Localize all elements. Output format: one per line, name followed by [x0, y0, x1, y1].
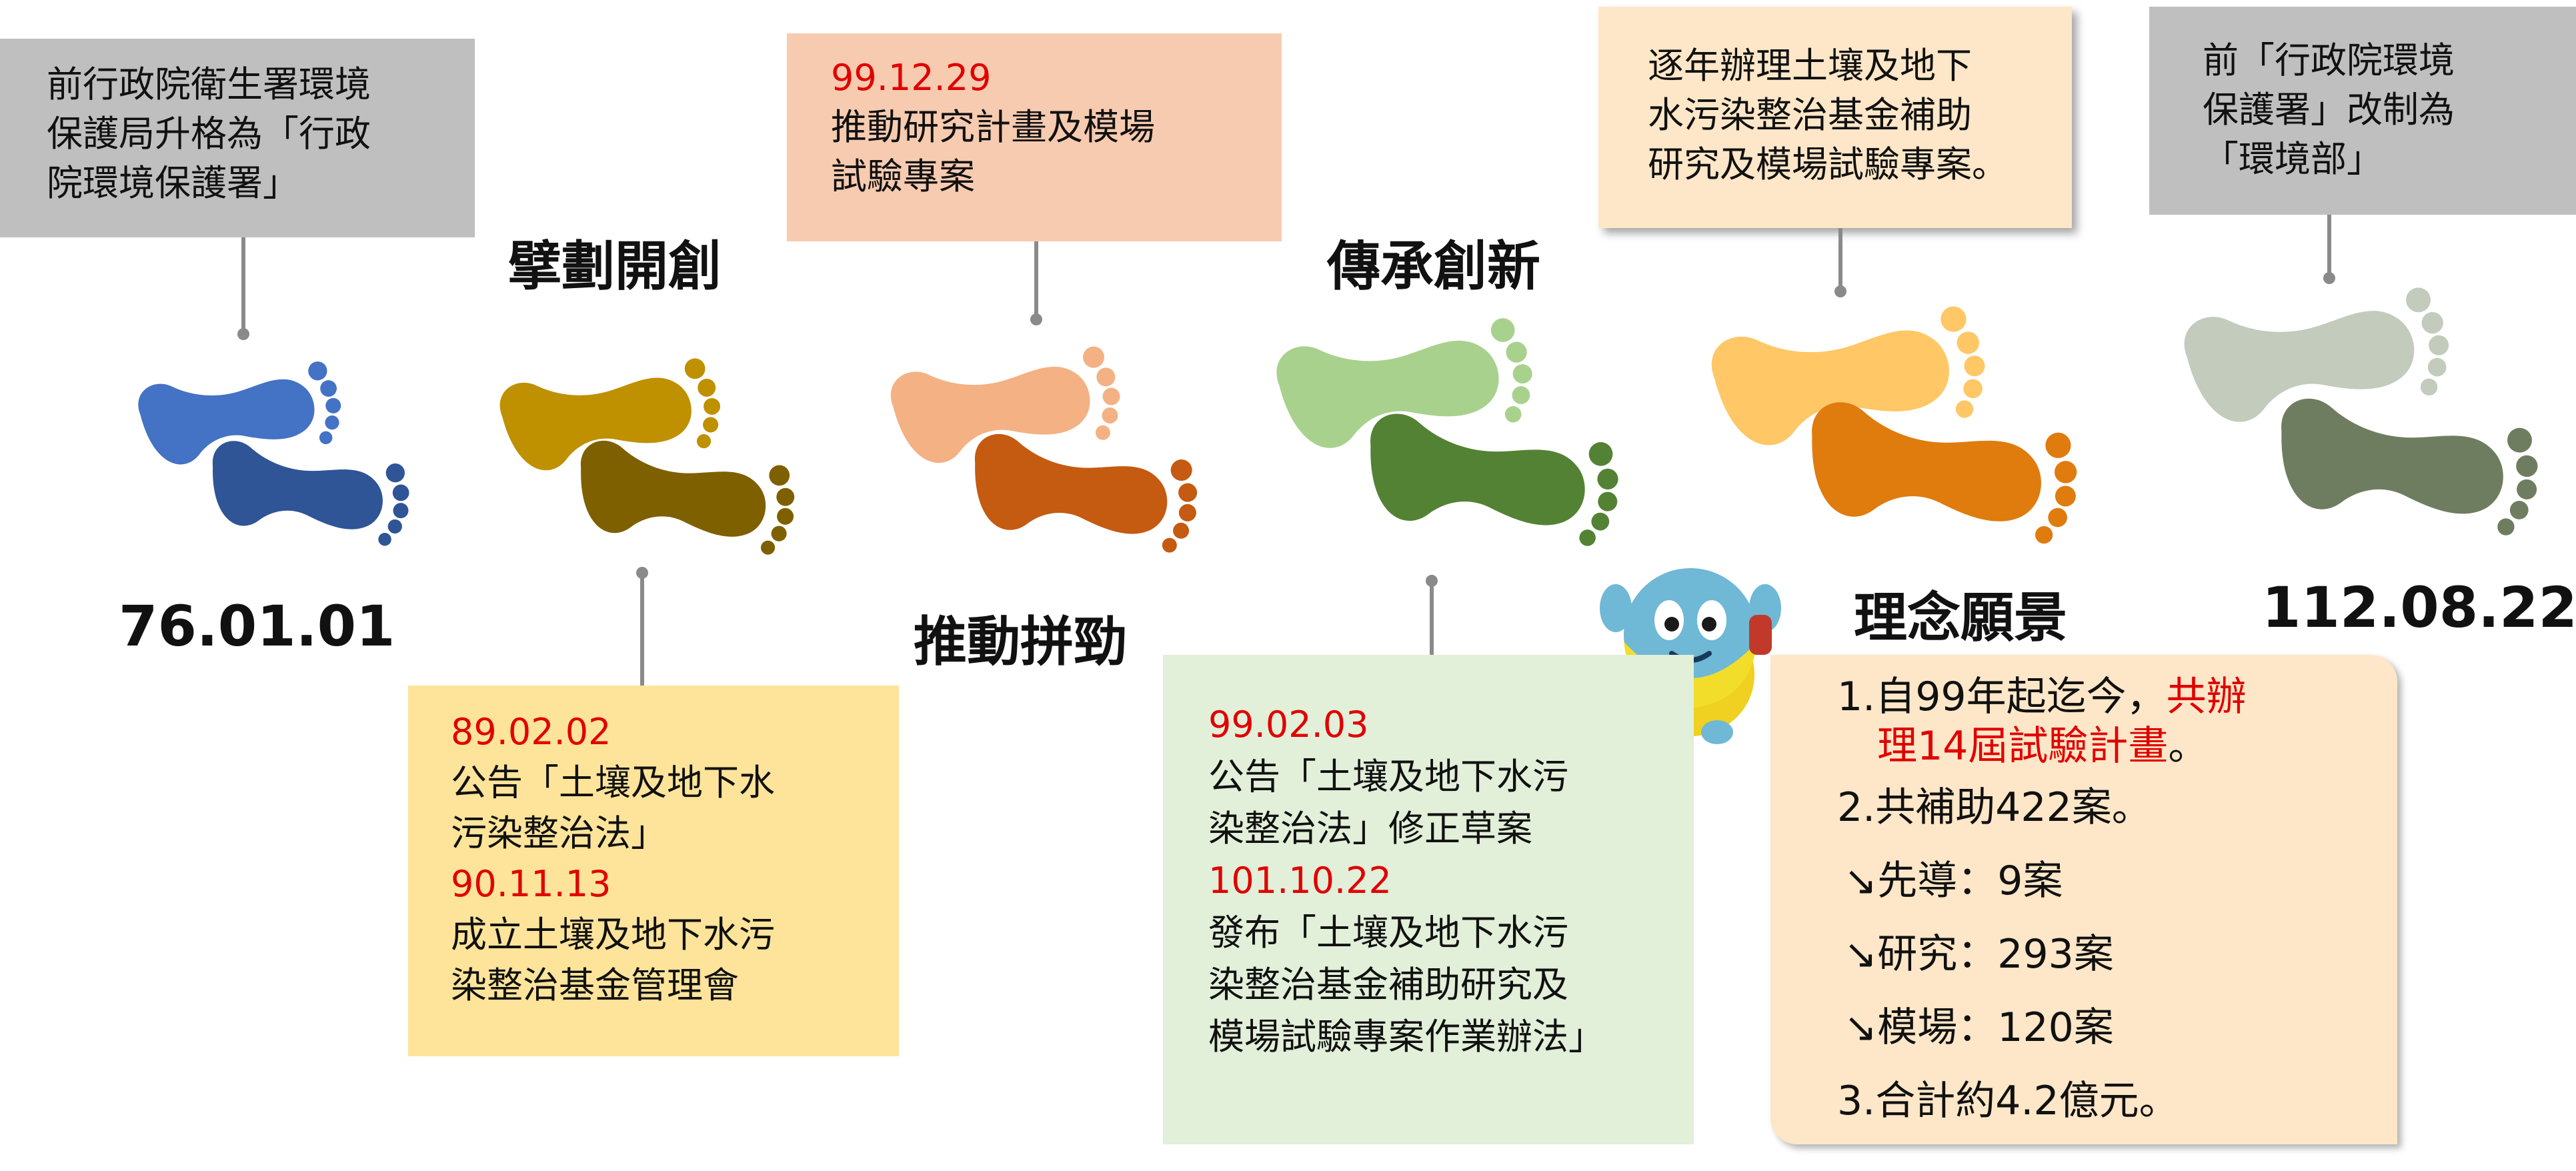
milestone-date: 99.02.03 — [1208, 704, 1369, 746]
box-line: 前「行政院環境 — [2203, 39, 2455, 81]
box-line: 「環境部」 — [2203, 138, 2383, 180]
connector-dot — [2323, 272, 2335, 284]
milestone-date: 90.11.13 — [451, 863, 611, 905]
summary-item-1-text: 1.自99年起迄今， — [1837, 674, 2167, 720]
box-line: 推動研究計畫及模場 — [831, 106, 1155, 148]
footprint-pair-4 — [1276, 318, 1618, 546]
box-line: 研究及模場試驗專案。 — [1648, 143, 2008, 185]
phase-title-4: 理念願景 — [1854, 587, 2067, 649]
box-line: 發布「土壤及地下水污 — [1208, 912, 1568, 954]
box-line: 染整治基金管理會 — [451, 964, 739, 1006]
connector-dot — [1834, 285, 1846, 297]
milestone-box-annual: 逐年辦理土壤及地下 水污染整治基金補助 研究及模場試驗專案。 — [1598, 7, 2072, 228]
box-line: 染整治法」修正草案 — [1208, 808, 1532, 850]
milestone-box-2000: 89.02.02 公告「土壤及地下水 污染整治法」 90.11.13 成立土壤及… — [408, 686, 899, 1056]
summary-highlight: 理14屆試驗計畫 — [1877, 723, 2169, 770]
box-line: 模場試驗專案作業辦法」 — [1208, 1016, 1604, 1058]
milestone-box-2012: 99.02.03 公告「土壤及地下水污 染整治法」修正草案 101.10.22 … — [1163, 655, 1694, 1144]
milestone-date: 101.10.22 — [1208, 860, 1392, 902]
footprint-right — [975, 433, 1198, 553]
phase-title-3: 傳承創新 — [1327, 235, 1540, 297]
milestone-box-2023: 前「行政院環境 保護署」改制為 「環境部」 — [2149, 7, 2576, 215]
footprint-left — [1276, 318, 1532, 448]
phase-title-2: 推動拼勁 — [914, 611, 1127, 673]
end-date: 112.08.22 — [2262, 575, 2576, 640]
footprint-right — [581, 440, 795, 555]
box-line: 保護局升格為「行政 — [47, 113, 371, 155]
footprint-pair-2 — [499, 358, 795, 555]
phase-title-1: 擘劃開創 — [508, 235, 722, 297]
milestone-box-1976: 前行政院衛生署環境 保護局升格為「行政 院環境保護署」 — [0, 39, 475, 237]
summary-item-1-end: 。 — [2168, 723, 2209, 770]
connector-line — [1838, 228, 1842, 292]
connector-line — [1034, 241, 1038, 320]
connector-line — [1430, 580, 1434, 655]
box-line: 水污染整治基金補助 — [1648, 94, 1972, 136]
box-line: 試驗專案 — [831, 155, 975, 197]
milestone-date: 99.12.29 — [831, 57, 992, 99]
summary-item-1: 1.自99年起迄今，共辦 — [1837, 672, 2397, 722]
summary-sub-1: ↘先導：9案 — [1844, 858, 2063, 904]
summary-item-3: 3.合計約4.2億元。 — [1837, 1078, 2179, 1124]
box-line: 逐年辦理土壤及地下 — [1648, 45, 1972, 87]
box-line: 污染整治法」 — [451, 812, 667, 854]
connector-dot — [1426, 575, 1438, 587]
footprint-right — [1812, 402, 2077, 544]
footprint-pair-1 — [138, 361, 409, 546]
footprint-right — [1370, 413, 1618, 546]
summary-item-2: 2.共補助422案。 — [1837, 784, 2152, 831]
box-line: 染整治基金補助研究及 — [1208, 964, 1568, 1006]
box-line: 公告「土壤及地下水 — [451, 762, 775, 804]
vision-summary-box: 1.自99年起迄今，共辦 理14屆試驗計畫。 2.共補助422案。 ↘先導：9案… — [1770, 655, 2397, 1144]
box-line: 成立土壤及地下水污 — [451, 914, 775, 956]
footprint-left — [499, 358, 721, 471]
footprint-left — [138, 361, 341, 465]
milestone-box-2010: 99.12.29 推動研究計畫及模場 試驗專案 — [787, 33, 1282, 241]
footprint-pair-3 — [890, 346, 1198, 553]
footprint-pair-5 — [1711, 306, 2077, 544]
footprint-left — [890, 346, 1120, 463]
connector-dot — [636, 567, 648, 579]
footprint-pair-6 — [2184, 287, 2538, 535]
footprint-left — [1711, 306, 1985, 445]
connector-dot — [237, 328, 249, 340]
footprint-right — [2281, 398, 2538, 535]
milestone-date: 89.02.02 — [451, 711, 611, 753]
connector-line — [640, 572, 644, 686]
summary-sub-2: ↘研究：293案 — [1844, 931, 2114, 978]
footprint-left — [2184, 287, 2449, 422]
box-line: 保護署」改制為 — [2203, 89, 2455, 131]
connector-line — [2327, 215, 2331, 279]
box-line: 公告「土壤及地下水污 — [1208, 756, 1568, 798]
summary-highlight: 共辦 — [2166, 674, 2247, 720]
footprint-right — [213, 441, 409, 546]
start-date: 76.01.01 — [119, 594, 395, 659]
summary-sub-3: ↘模場：120案 — [1844, 1004, 2114, 1051]
box-line: 前行政院衛生署環境 — [47, 63, 371, 105]
connector-line — [241, 237, 245, 336]
box-line: 院環境保護署」 — [47, 162, 299, 204]
connector-dot — [1030, 313, 1042, 325]
summary-item-1-cont: 理14屆試驗計畫。 — [1837, 722, 2397, 771]
